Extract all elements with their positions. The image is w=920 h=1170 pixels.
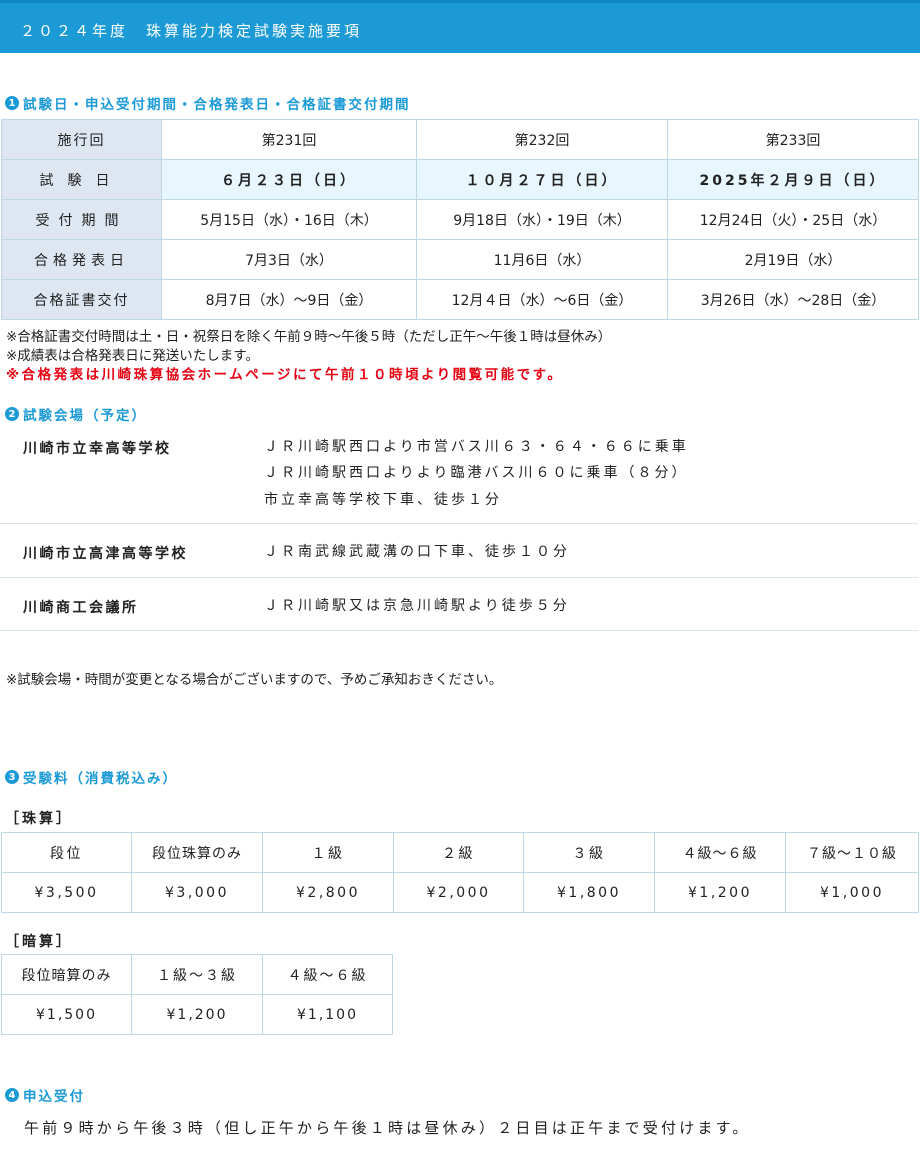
section1-title-text: 試験日・申込受付期間・合格発表日・合格証書交付期間 xyxy=(23,97,411,113)
section4-title-text: 申込受付 xyxy=(23,1089,85,1105)
note-report-card: ※成績表は合格発表日に発送いたします。 xyxy=(6,348,259,364)
table-row: 合格発表日 7月3日（水） 11月6日（水） 2月19日（水） xyxy=(1,239,919,280)
soroban-fee-label: ［珠算］ xyxy=(5,811,73,827)
table-cell: ¥1,100 xyxy=(262,994,393,1035)
table-cell: 12月24日（火）・25日（水） xyxy=(667,199,919,240)
venue-row: 川崎市立高津高等学校 ＪＲ南武線武蔵溝の口下車、徒歩１０分 xyxy=(0,524,918,578)
table-cell: 第232回 xyxy=(416,119,668,160)
table-cell: 2月19日（水） xyxy=(667,239,919,280)
table-cell: 合格証書交付 xyxy=(1,279,162,320)
table-cell: ¥3,000 xyxy=(131,872,263,913)
table-cell: ¥3,500 xyxy=(1,872,132,913)
note-certificate-hours: ※合格証書交付時間は土・日・祝祭日を除く午前９時～午後５時（ただし正午～午後１時… xyxy=(6,329,612,345)
venue-name: 川崎市立高津高等学校 xyxy=(23,546,188,562)
table-cell: ¥1,200 xyxy=(131,994,263,1035)
table-header-cell: ３級 xyxy=(523,832,655,873)
table-cell: １０月２７日（日） xyxy=(416,159,668,200)
table-cell: 3月26日（水）～28日（金） xyxy=(667,279,919,320)
page-title: ２０２４年度 珠算能力検定試験実施要項 xyxy=(20,22,363,40)
table-row: 段位暗算のみ １級～３級 ４級～６級 xyxy=(1,954,393,995)
table-row: 受付期間 5月15日（水）・16日（木） 9月18日（水）・19日（木） 12月… xyxy=(1,199,919,240)
table-header-cell: ２級 xyxy=(393,832,524,873)
section3-title: 3 受験料（消費税込み） xyxy=(5,767,178,787)
application-hours-text: 午前９時から午後３時（但し正午から午後１時は昼休み）２日目は正午まで受付けます。 xyxy=(24,1119,751,1137)
section-number-badge: 1 xyxy=(5,96,19,110)
page-header: ２０２４年度 珠算能力検定試験実施要項 xyxy=(0,0,920,53)
venue-access-line: ＪＲ川崎駅西口よりより臨港バス川６０に乗車（８分） xyxy=(264,465,689,481)
table-header-cell: ４級～６級 xyxy=(654,832,786,873)
table-cell: 施行回 xyxy=(1,119,162,160)
schedule-table: 施行回 第231回 第232回 第233回 試験日 ６月２３日（日） １０月２７… xyxy=(1,119,919,320)
venue-name: 川崎商工会議所 xyxy=(23,600,139,616)
section1-title: 1 試験日・申込受付期間・合格発表日・合格証書交付期間 xyxy=(5,93,411,113)
venue-access-line: 市立幸高等学校下車、徒歩１分 xyxy=(264,492,502,508)
table-cell: 9月18日（水）・19日（木） xyxy=(416,199,668,240)
note-results-online: ※合格発表は川崎珠算協会ホームページにて午前１０時頃より閲覧可能です。 xyxy=(6,367,564,383)
table-cell: ¥2,800 xyxy=(262,872,394,913)
venue-access-line: ＪＲ川崎駅又は京急川崎駅より徒歩５分 xyxy=(264,598,570,614)
table-cell: ¥1,000 xyxy=(785,872,919,913)
table-cell: 試験日 xyxy=(1,159,162,200)
table-cell: ６月２３日（日） xyxy=(161,159,417,200)
section-number-badge: 4 xyxy=(5,1088,19,1102)
section4-title: 4 申込受付 xyxy=(5,1085,85,1105)
table-cell: 2025年２月９日（日） xyxy=(667,159,919,200)
venue-access-line: ＪＲ南武線武蔵溝の口下車、徒歩１０分 xyxy=(264,544,570,560)
table-row: ¥3,500 ¥3,000 ¥2,800 ¥2,000 ¥1,800 ¥1,20… xyxy=(1,872,919,913)
table-cell: ¥1,500 xyxy=(1,994,132,1035)
table-header-cell: 段位 xyxy=(1,832,132,873)
section2-title-text: 試験会場（予定） xyxy=(23,408,147,424)
table-row: 試験日 ６月２３日（日） １０月２７日（日） 2025年２月９日（日） xyxy=(1,159,919,200)
table-cell: 第233回 xyxy=(667,119,919,160)
venue-row: 川崎商工会議所 ＪＲ川崎駅又は京急川崎駅より徒歩５分 xyxy=(0,578,918,631)
table-cell: 第231回 xyxy=(161,119,417,160)
table-cell: 受付期間 xyxy=(1,199,162,240)
table-header-cell: 段位暗算のみ xyxy=(1,954,132,995)
table-row: 合格証書交付 8月7日（水）～9日（金） 12月４日（水）～6日（金） 3月26… xyxy=(1,279,919,320)
section3-title-text: 受験料（消費税込み） xyxy=(23,771,178,787)
anzan-fee-table: 段位暗算のみ １級～３級 ４級～６級 ¥1,500 ¥1,200 ¥1,100 xyxy=(1,954,393,1035)
anzan-fee-label: ［暗算］ xyxy=(5,934,73,950)
table-header-cell: １級 xyxy=(262,832,394,873)
table-row: 段位 段位珠算のみ １級 ２級 ３級 ４級～６級 ７級～１０級 xyxy=(1,832,919,873)
note-venue-change: ※試験会場・時間が変更となる場合がございますので、予めご承知おきください。 xyxy=(6,672,503,688)
table-row: 施行回 第231回 第232回 第233回 xyxy=(1,119,919,160)
table-header-cell: １級～３級 xyxy=(131,954,263,995)
section-number-badge: 2 xyxy=(5,407,19,421)
table-header-cell: 段位珠算のみ xyxy=(131,832,263,873)
venue-row: 川崎市立幸高等学校 ＪＲ川崎駅西口より市営バス川６３・６４・６６に乗車 ＪＲ川崎… xyxy=(0,424,918,524)
section-number-badge: 3 xyxy=(5,770,19,784)
table-cell: ¥1,200 xyxy=(654,872,786,913)
table-cell: 7月3日（水） xyxy=(161,239,417,280)
table-cell: 12月４日（水）～6日（金） xyxy=(416,279,668,320)
table-cell: 合格発表日 xyxy=(1,239,162,280)
table-cell: ¥1,800 xyxy=(523,872,655,913)
table-cell: 5月15日（水）・16日（木） xyxy=(161,199,417,240)
table-header-cell: ７級～１０級 xyxy=(785,832,919,873)
table-cell: 11月6日（水） xyxy=(416,239,668,280)
venue-name: 川崎市立幸高等学校 xyxy=(23,441,172,457)
soroban-fee-table: 段位 段位珠算のみ １級 ２級 ３級 ４級～６級 ７級～１０級 ¥3,500 ¥… xyxy=(1,832,919,913)
table-row: ¥1,500 ¥1,200 ¥1,100 xyxy=(1,994,393,1035)
table-cell: 8月7日（水）～9日（金） xyxy=(161,279,417,320)
venue-access-line: ＪＲ川崎駅西口より市営バス川６３・６４・６６に乗車 xyxy=(264,439,689,455)
table-header-cell: ４級～６級 xyxy=(262,954,393,995)
table-cell: ¥2,000 xyxy=(393,872,524,913)
section2-title: 2 試験会場（予定） xyxy=(5,404,147,424)
